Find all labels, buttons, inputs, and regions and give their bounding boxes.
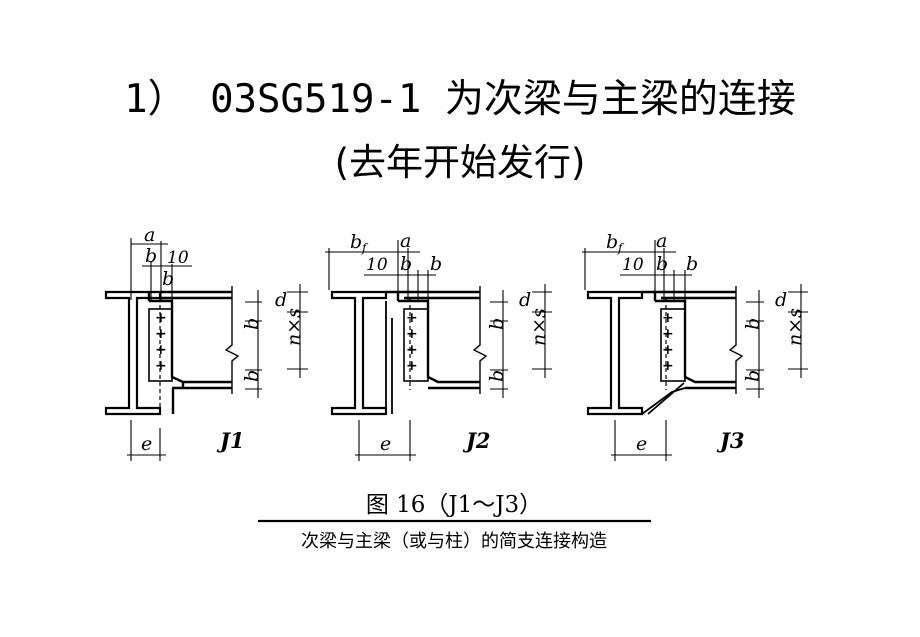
svg-text:+: + [662, 310, 674, 326]
detail-j1-label: J1 [216, 428, 245, 453]
figure-caption-sub: 次梁与主梁（或与柱）的简支连接构造 [301, 531, 607, 552]
svg-text:b: b [430, 253, 442, 275]
svg-text:+: + [406, 310, 418, 326]
detail-j2-dimensions [325, 240, 552, 461]
svg-text:+: + [155, 358, 167, 374]
svg-text:b: b [686, 253, 698, 275]
svg-text:b: b [742, 318, 764, 330]
svg-text:+: + [155, 342, 167, 358]
detail-j2-bolts: + + + + [406, 310, 418, 374]
detail-j3-label: J3 [716, 428, 745, 453]
svg-text:b: b [241, 370, 263, 382]
svg-text:d: d [275, 289, 287, 311]
detail-j1-dimensions [127, 238, 308, 461]
svg-text:+: + [155, 326, 167, 342]
svg-text:b: b [486, 370, 508, 382]
svg-text:10: 10 [167, 248, 189, 268]
svg-text:b: b [241, 318, 263, 330]
svg-text:e: e [380, 433, 391, 455]
svg-text:b: b [162, 268, 174, 290]
svg-text:a: a [144, 224, 155, 246]
detail-j2 [330, 286, 488, 416]
svg-text:+: + [155, 310, 167, 326]
svg-text:+: + [662, 326, 674, 342]
svg-text:10: 10 [366, 255, 388, 275]
detail-j3-dim-labels: b f a 10 b b d b n×s b e [606, 230, 806, 455]
svg-text:e: e [141, 433, 152, 455]
svg-text:d: d [519, 289, 531, 311]
detail-j2-dim-labels: b f a 10 b b d b n×s b e [350, 230, 550, 455]
detail-j1 [104, 286, 240, 416]
svg-text:10: 10 [622, 255, 644, 275]
svg-text:b: b [486, 318, 508, 330]
svg-text:b: b [350, 231, 362, 253]
svg-text:n×s: n×s [784, 308, 806, 346]
detail-j1-dim-labels: a b 10 b d b n×s b e [141, 224, 305, 455]
svg-text:+: + [406, 342, 418, 358]
svg-text:a: a [400, 230, 411, 252]
svg-text:e: e [636, 433, 647, 455]
slide-title-line-1: 1） 03SG519-1 为次梁与主梁的连接 [124, 77, 796, 122]
svg-text:a: a [656, 230, 667, 252]
svg-text:f: f [361, 241, 369, 255]
detail-j1-bolts: + + + + [155, 310, 167, 374]
svg-text:n×s: n×s [528, 308, 550, 346]
svg-text:n×s: n×s [283, 308, 305, 346]
detail-j3-dimensions [582, 240, 808, 461]
svg-text:+: + [662, 342, 674, 358]
svg-text:f: f [617, 241, 625, 255]
svg-text:b: b [742, 370, 764, 382]
slide-title-line-2: (去年开始发行) [334, 141, 586, 184]
detail-j3-bolts: + + + + [662, 310, 674, 374]
svg-text:+: + [406, 358, 418, 374]
svg-text:b: b [145, 245, 157, 267]
detail-j2-label: J2 [462, 428, 491, 453]
svg-text:+: + [662, 358, 674, 374]
svg-text:+: + [406, 326, 418, 342]
svg-text:b: b [606, 231, 618, 253]
figure-caption-main: 图 16（J1～J3） [366, 492, 542, 518]
svg-text:b: b [400, 253, 412, 275]
svg-text:b: b [656, 253, 668, 275]
svg-text:d: d [775, 289, 787, 311]
